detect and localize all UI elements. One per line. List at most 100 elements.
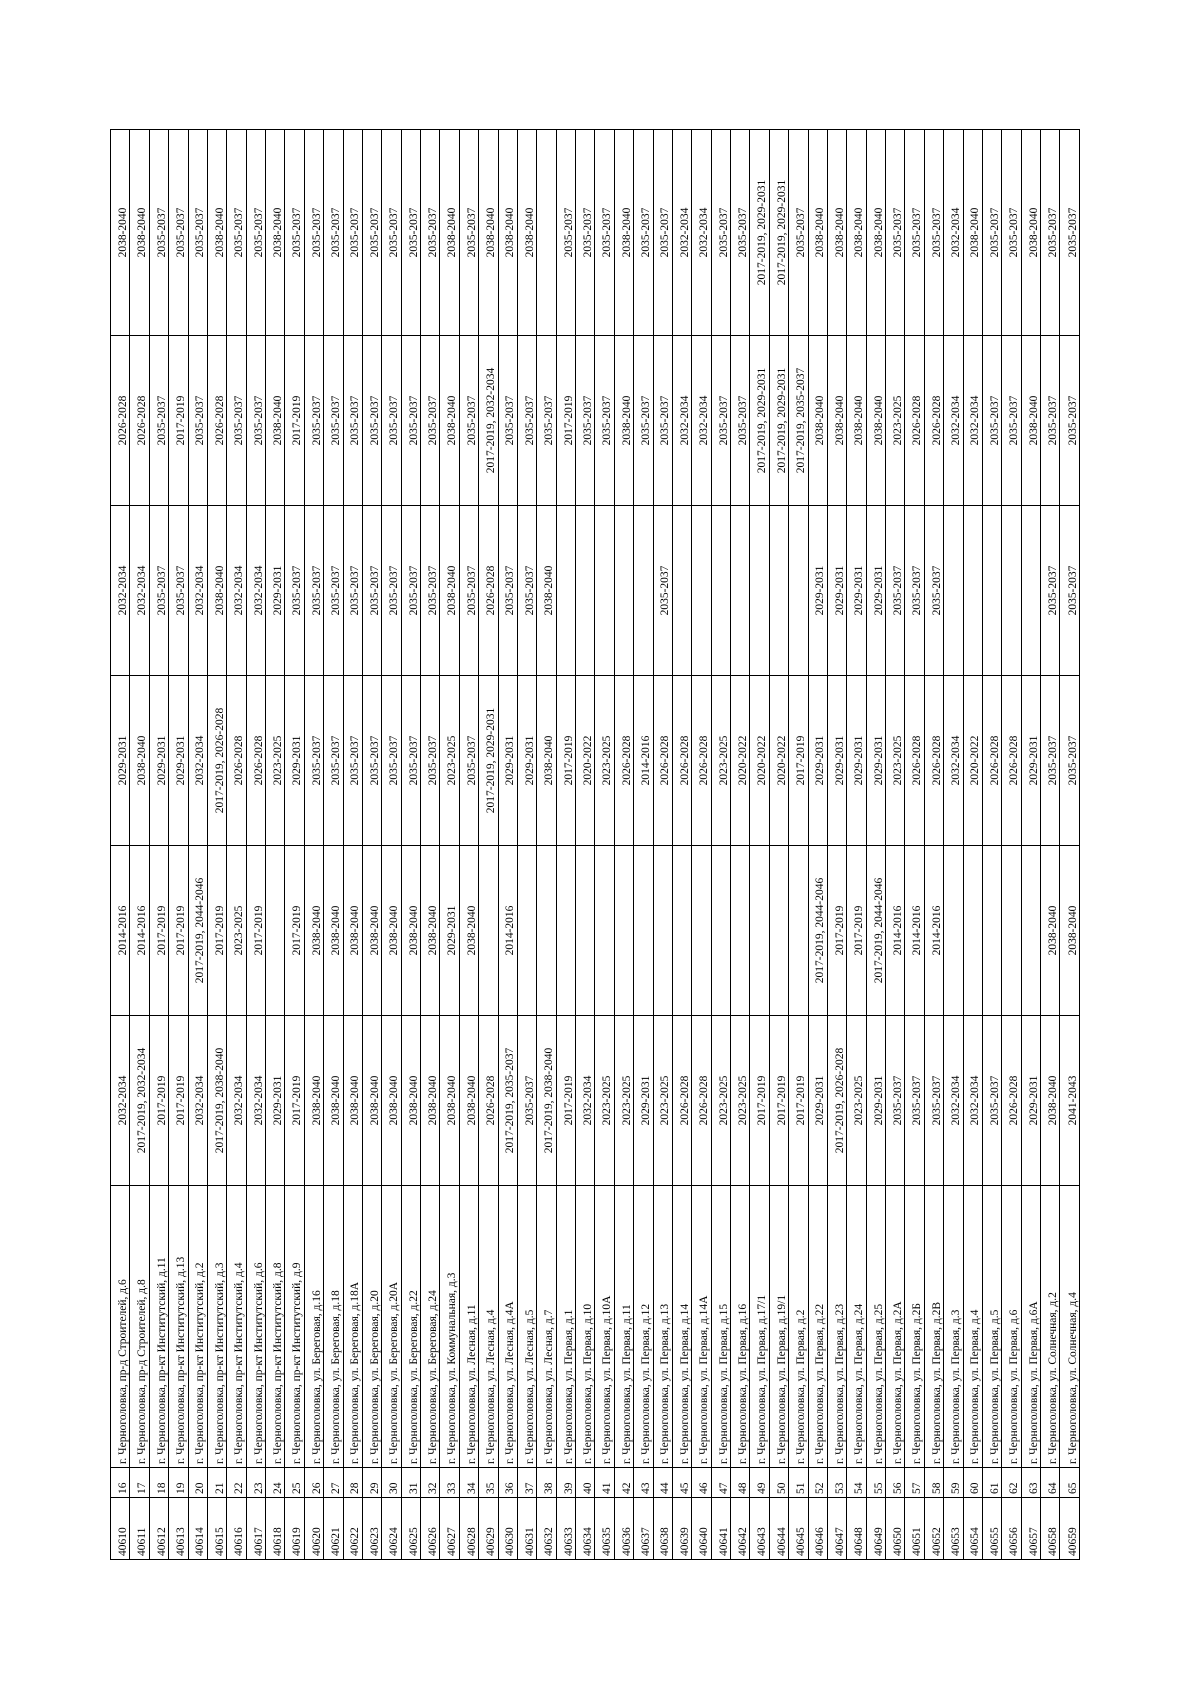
period-2-cell: 2038-2040 (304, 845, 324, 1016)
period-2-cell (633, 845, 653, 1016)
row-number-cell: 32 (420, 1467, 440, 1498)
period-6-cell: 2035-2037 (343, 129, 363, 336)
period-3-cell: 2029-2031 (827, 675, 847, 846)
period-4-cell: 2029-2031 (866, 505, 886, 676)
address-cell: г. Черноголовка, ул. Первая, д.1 (556, 1185, 576, 1468)
period-1-cell: 2026-2028 (672, 1015, 692, 1186)
period-5-cell: 2035-2037 (982, 335, 1002, 506)
period-3-cell: 2023-2025 (439, 675, 460, 846)
address-cell: г. Черноголовка, ул. Первая, д.10А (594, 1185, 615, 1468)
row-id-cell: 40613 (168, 1497, 188, 1560)
period-6-cell: 2035-2037 (401, 129, 421, 336)
period-3-cell: 2035-2037 (381, 675, 402, 846)
address-cell: г. Черноголовка, ул. Береговая, д.18А (343, 1185, 363, 1468)
period-2-cell (653, 845, 673, 1016)
period-4-cell: 2035-2037 (459, 505, 479, 676)
row-id-cell: 40623 (362, 1497, 382, 1560)
period-5-cell: 2035-2037 (401, 335, 421, 506)
period-1-cell: 2038-2040 (381, 1015, 402, 1186)
period-1-cell: 2029-2031 (265, 1015, 285, 1186)
row-number-cell: 31 (401, 1467, 421, 1498)
row-id-cell: 40649 (866, 1497, 886, 1560)
row-number-cell: 58 (924, 1467, 944, 1498)
period-2-cell: 2017-2019, 2044-2046 (866, 845, 886, 1016)
address-cell: г. Черноголовка, ул. Первая, д.2 (788, 1185, 808, 1468)
period-6-cell: 2038-2040 (963, 129, 983, 336)
row-number-cell: 59 (943, 1467, 963, 1498)
period-1-cell: 2023-2025 (730, 1015, 750, 1186)
period-1-cell: 2038-2040 (323, 1015, 343, 1186)
period-3-cell: 2026-2028 (982, 675, 1002, 846)
address-cell: г. Черноголовка, ул. Первая, д.17/1 (749, 1185, 770, 1468)
period-4-cell (556, 505, 576, 676)
period-5-cell: 2035-2037 (575, 335, 595, 506)
period-2-cell (536, 845, 557, 1016)
row-number-cell: 37 (517, 1467, 537, 1498)
row-id-cell: 40627 (439, 1497, 460, 1560)
period-5-cell: 2032-2034 (691, 335, 712, 506)
address-cell: г. Черноголовка, ул. Лесная, д.5 (517, 1185, 537, 1468)
period-1-cell: 2017-2019, 2026-2028 (827, 1015, 847, 1186)
row-number-cell: 46 (691, 1467, 712, 1498)
period-5-cell: 2035-2037 (498, 335, 518, 506)
period-5-cell: 2017-2019, 2029-2031 (749, 335, 770, 506)
period-3-cell: 2026-2028 (924, 675, 944, 846)
period-3-cell: 2026-2028 (672, 675, 692, 846)
period-2-cell (711, 845, 731, 1016)
period-4-cell (575, 505, 595, 676)
period-2-cell (478, 845, 498, 1016)
period-4-cell: 2038-2040 (536, 505, 557, 676)
period-2-cell: 2038-2040 (459, 845, 479, 1016)
period-6-cell: 2032-2034 (672, 129, 692, 336)
period-6-cell: 2038-2040 (478, 129, 498, 336)
period-1-cell: 2023-2025 (594, 1015, 615, 1186)
period-5-cell: 2035-2037 (226, 335, 247, 506)
period-4-cell: 2029-2031 (265, 505, 285, 676)
row-id-cell: 40617 (246, 1497, 266, 1560)
period-4-cell: 2035-2037 (420, 505, 440, 676)
period-4-cell: 2035-2037 (304, 505, 324, 676)
period-5-cell: 2035-2037 (343, 335, 363, 506)
period-2-cell: 2014-2016 (498, 845, 518, 1016)
period-2-cell (982, 845, 1002, 1016)
period-5-cell: 2035-2037 (1059, 335, 1080, 506)
row-id-cell: 40645 (788, 1497, 808, 1560)
row-id-cell: 40650 (885, 1497, 905, 1560)
period-2-cell: 2014-2016 (885, 845, 905, 1016)
period-3-cell: 2029-2031 (168, 675, 188, 846)
address-cell: г. Черноголовка, пр-кт Институтский, д.8 (265, 1185, 285, 1468)
period-3-cell: 2020-2022 (769, 675, 789, 846)
row-number-cell: 55 (866, 1467, 886, 1498)
period-5-cell: 2038-2040 (866, 335, 886, 506)
period-6-cell: 2035-2037 (788, 129, 808, 336)
period-4-cell (711, 505, 731, 676)
period-3-cell: 2029-2031 (1021, 675, 1041, 846)
period-3-cell: 2014-2016 (633, 675, 653, 846)
row-number-cell: 21 (207, 1467, 227, 1498)
address-cell: г. Черноголовка, ул. Первая, д.4 (963, 1185, 983, 1468)
row-number-cell: 20 (188, 1467, 208, 1498)
period-6-cell: 2038-2040 (439, 129, 460, 336)
row-number-cell: 35 (478, 1467, 498, 1498)
row-id-cell: 40636 (614, 1497, 634, 1560)
address-cell: г. Черноголовка, ул. Береговая, д.20 (362, 1185, 382, 1468)
period-2-cell: 2038-2040 (362, 845, 382, 1016)
period-4-cell (633, 505, 653, 676)
